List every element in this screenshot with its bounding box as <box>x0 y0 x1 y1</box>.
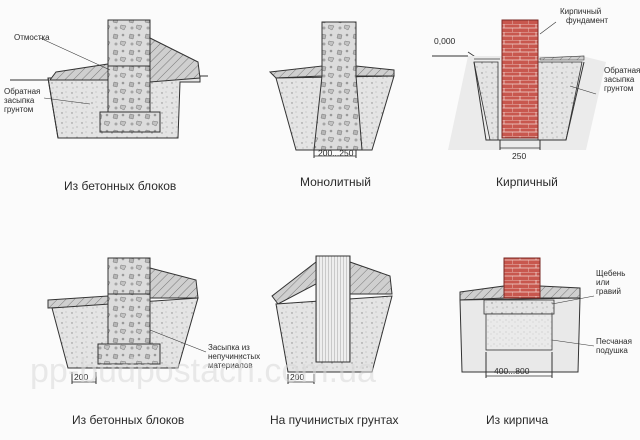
dim-blocks-2: 200 <box>74 372 88 382</box>
label-backfill-1: Обратная <box>4 87 40 96</box>
caption-panel-1: Из бетонных блоков <box>64 179 176 193</box>
panel-concrete-blocks-1: Отмостка Обратная засыпка грунтом Из бет… <box>4 19 208 193</box>
watermark: pp-budpostach.com.ua <box>30 352 376 390</box>
label-gravel-2: или <box>596 278 610 287</box>
label-gravel-3: гравий <box>596 287 621 296</box>
label-otmostka: Отмостка <box>14 33 50 42</box>
caption-panel-3: Кирпичный <box>496 175 558 189</box>
label-brick-1: Кирпичный <box>560 7 601 16</box>
caption-panel-4: Из бетонных блоков <box>72 413 184 427</box>
caption-panel-2: Монолитный <box>300 175 371 189</box>
label-sand-1: Песчаная <box>596 337 632 346</box>
panel-heaving-soils: 200 На пучинистых грунтах <box>270 255 399 427</box>
label-sand-2: подушка <box>596 346 628 355</box>
caption-panel-5: На пучинистых грунтах <box>270 413 399 427</box>
label-fill-3: материалов <box>208 361 253 370</box>
caption-panel-6: Из кирпича <box>486 413 549 427</box>
label-gravel-1: Щебень <box>596 269 625 278</box>
label-fill-1: Засыпка из <box>208 343 250 352</box>
dim-heaving: 200 <box>290 372 304 382</box>
label-backfill-2: засыпка <box>4 96 35 105</box>
label-backfill-3: грунтом <box>4 105 33 114</box>
label-fill-2: непучинистых <box>208 352 260 361</box>
panel-brick: 0,000 Кирпичный фундамент Обратная засып… <box>432 7 640 189</box>
dim-monolithic: 200...250 <box>318 148 354 158</box>
panel-brick-2: 400...800 Щебень или гравий Песчаная под… <box>459 257 632 427</box>
label-backfill-p3-1: Обратная <box>604 66 640 75</box>
panel-concrete-blocks-2: 200 Засыпка из непучинистых материалов И… <box>47 257 260 427</box>
level-mark: 0,000 <box>434 36 456 46</box>
label-backfill-p3-2: засыпка <box>604 75 635 84</box>
label-brick-2: фундамент <box>566 16 608 25</box>
dim-brick: 250 <box>512 151 526 161</box>
dim-brick-2: 400...800 <box>494 366 530 376</box>
label-backfill-p3-3: грунтом <box>604 84 633 93</box>
panel-monolithic: 200...250 Монолитный <box>268 21 395 189</box>
